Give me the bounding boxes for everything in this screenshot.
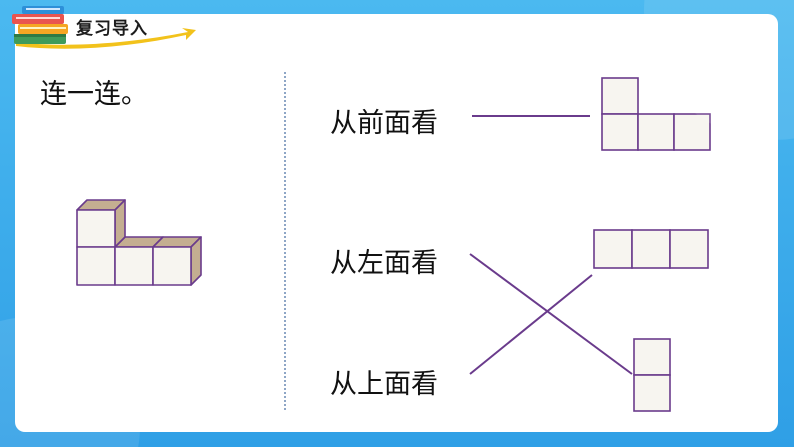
instruction-text: 连一连。 [40,79,148,110]
section-title: 复习导入 [76,19,148,39]
label-top-view: 从上面看 [330,369,438,400]
label-front-view: 从前面看 [330,108,438,139]
stacked-books-icon [12,6,196,49]
label-left-view: 从左面看 [330,248,438,279]
dotted-divider [284,72,286,410]
